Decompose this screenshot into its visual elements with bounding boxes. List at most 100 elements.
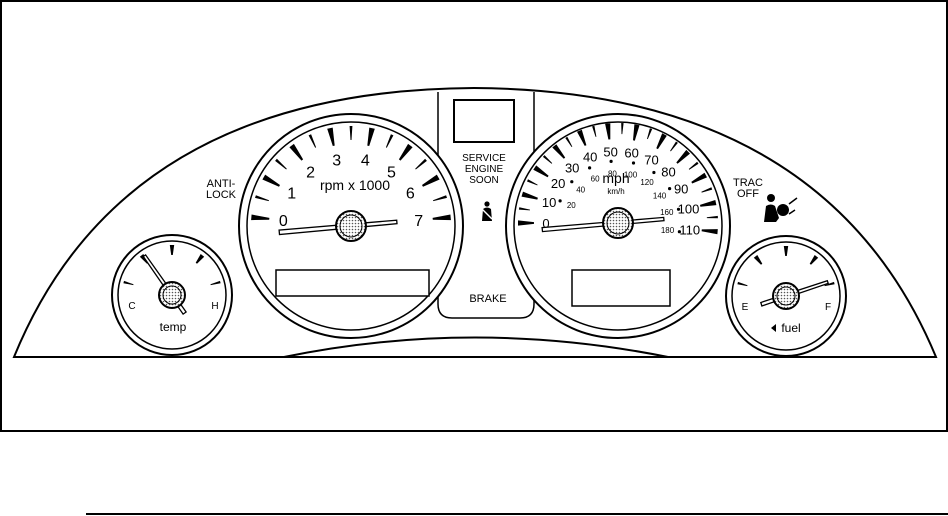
mph-tick-label: 30	[565, 161, 579, 176]
fuel-tick	[783, 246, 789, 256]
tach-tick	[415, 158, 427, 170]
tach-tick-label: 0	[279, 213, 288, 230]
tach-tick	[385, 134, 394, 148]
tach-tick	[262, 174, 280, 187]
tach-unit-label: rpm x 1000	[320, 177, 390, 193]
tach-tick-label: 7	[414, 213, 423, 230]
mph-tick-label: 90	[674, 182, 688, 197]
anti-lock-line2: LOCK	[206, 189, 237, 201]
service-engine-soon-line1: SERVICE	[462, 153, 506, 164]
kmh-mark	[588, 166, 592, 170]
mph-tick-label: 100	[678, 201, 700, 216]
airbag-icon	[764, 194, 798, 222]
mph-tick-label: 80	[661, 165, 675, 180]
mph-tick	[527, 179, 538, 186]
tach-tick	[349, 126, 353, 140]
fuel-ticks	[737, 246, 835, 287]
tach-tick	[327, 127, 335, 146]
kmh-mark	[631, 161, 636, 165]
speed-unit-label: mph	[602, 170, 629, 186]
kmh-tick-label: 40	[576, 186, 585, 195]
mph-tick-label: 40	[583, 150, 597, 165]
mph-tick-label: 70	[644, 152, 658, 167]
mph-tick	[700, 200, 717, 207]
mph-tick	[656, 133, 667, 150]
fuel-tick	[824, 281, 835, 287]
mph-tick-label: 50	[603, 144, 617, 159]
kmh-mark	[558, 199, 562, 203]
fuel-hub-inner	[776, 286, 796, 306]
kmh-tick-label: 180	[661, 226, 675, 235]
mph-tick	[592, 125, 597, 137]
tach-tick-label: 5	[387, 164, 396, 181]
mph-tick	[633, 124, 640, 141]
fuel-tick	[737, 281, 748, 287]
brake-label: BRAKE	[469, 293, 506, 305]
mph-tick	[701, 187, 713, 193]
tach-tick	[432, 214, 451, 221]
temp-tick	[123, 280, 134, 286]
mph-tick	[533, 165, 549, 178]
mph-tick	[706, 215, 718, 219]
tach-tick	[251, 214, 270, 221]
temp-tick	[195, 254, 205, 264]
kmh-tick-label: 80	[608, 169, 617, 178]
seatbelt-icon	[481, 201, 493, 221]
kmh-mark	[676, 207, 681, 211]
mph-ticks	[518, 123, 718, 235]
tach-tick	[308, 134, 317, 148]
temp-gauge: C H temp	[111, 234, 233, 356]
mph-tick	[701, 229, 718, 235]
temp-tick	[169, 245, 175, 255]
tach-tick-label: 1	[287, 186, 296, 203]
mph-tick	[518, 220, 534, 226]
mph-tick	[647, 128, 653, 140]
kmh-tick-label: 20	[567, 201, 576, 210]
temp-tick	[210, 280, 221, 286]
tach-lcd-display	[275, 269, 430, 297]
tach-tick-label: 6	[406, 186, 415, 203]
mph-tick-label: 10	[542, 195, 556, 210]
trac-off-line1: TRAC	[733, 177, 763, 189]
bottom-rule	[86, 513, 948, 515]
mph-tick	[688, 161, 699, 170]
tach-tick	[255, 195, 269, 202]
kmh-mark	[652, 170, 656, 175]
fuel-empty-label: E	[742, 302, 749, 313]
tach-tick	[289, 143, 304, 161]
bezel-lower-arc	[283, 336, 669, 358]
kmh-tick-label: 160	[660, 208, 674, 217]
tach-tick	[275, 158, 287, 170]
tach-tick	[422, 174, 440, 187]
mph-tick	[577, 129, 587, 146]
tach-ticks	[251, 126, 451, 221]
mph-tick-label: 20	[551, 176, 565, 191]
temp-low-label: C	[128, 301, 135, 312]
speedo-lcd-display	[571, 269, 671, 307]
kmh-mark	[570, 180, 574, 184]
tach-tick	[367, 127, 375, 146]
mph-tick	[521, 191, 538, 200]
fuel-tick	[753, 255, 763, 265]
fuel-label: fuel	[781, 321, 800, 335]
kmh-marks	[558, 159, 682, 234]
tach-tick	[433, 195, 447, 202]
service-engine-soon-line3: SOON	[469, 175, 498, 186]
kmh-tick-label: 60	[591, 175, 600, 184]
kmh-tick-label: 120	[640, 178, 654, 187]
kmh-mark	[668, 187, 672, 191]
temp-label: temp	[160, 320, 187, 334]
mph-tick	[518, 207, 530, 211]
kmh-tick-label: 140	[653, 191, 667, 200]
mph-tick	[605, 123, 611, 140]
tach-tick-label: 3	[332, 153, 341, 170]
anti-lock-line1: ANTI-	[207, 178, 236, 190]
kmh-mark	[609, 159, 613, 163]
mph-tick-label: 110	[679, 222, 700, 237]
